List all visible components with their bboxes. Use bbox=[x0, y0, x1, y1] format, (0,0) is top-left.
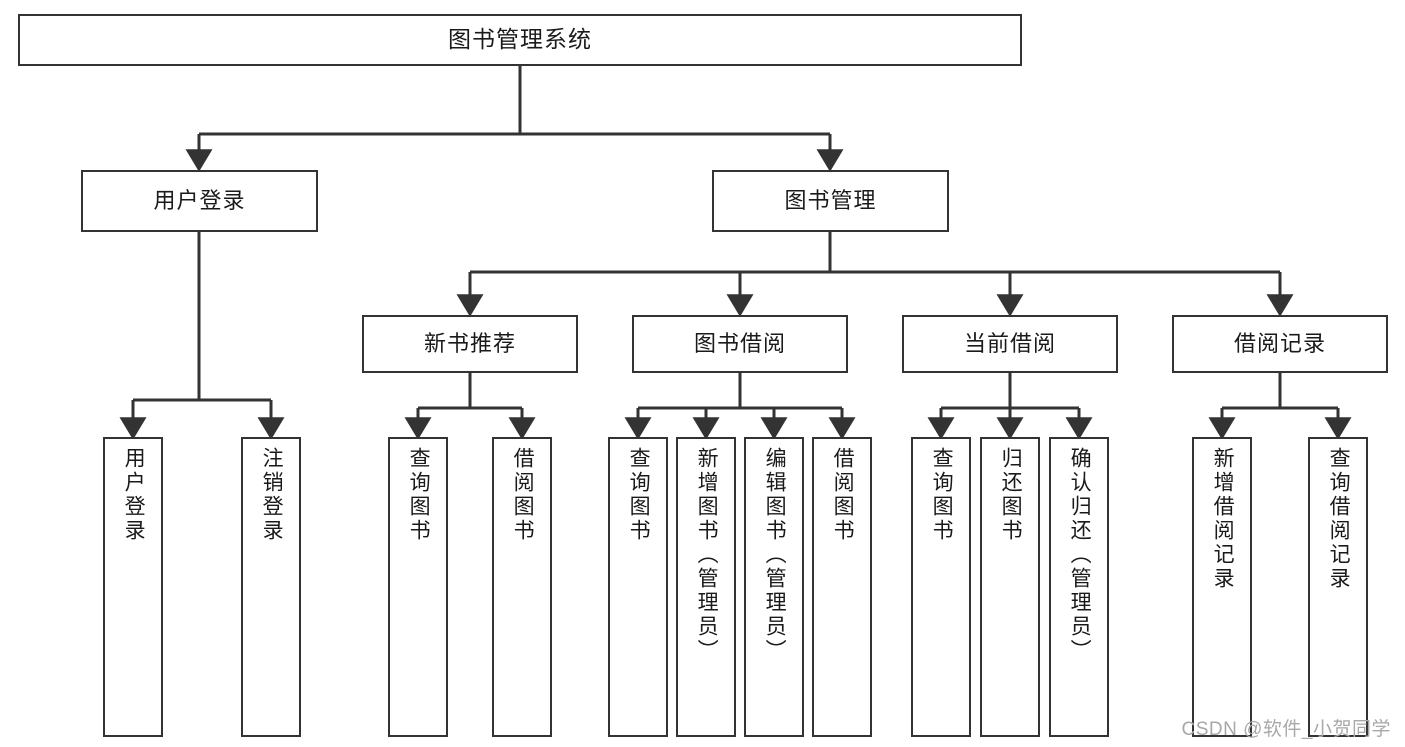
leaf-user-login[interactable]: 用户登录 bbox=[103, 437, 163, 737]
node-label: 用户登录 bbox=[122, 447, 146, 543]
node-label: 当前借阅 bbox=[963, 331, 1056, 357]
leaf-add-record[interactable]: 新增借阅记录 bbox=[1192, 437, 1252, 737]
leaf-borrow-book-2[interactable]: 借阅图书 bbox=[812, 437, 872, 737]
node-label: 注销登录 bbox=[260, 447, 284, 543]
leaf-confirm-return[interactable]: 确认归还（管理员） bbox=[1049, 437, 1109, 737]
leaf-edit-book[interactable]: 编辑图书（管理员） bbox=[744, 437, 804, 737]
node-book-borrow[interactable]: 图书借阅 bbox=[632, 315, 848, 373]
node-label: 查询图书 bbox=[627, 447, 651, 543]
node-label: 确认归还（管理员） bbox=[1068, 447, 1092, 663]
node-label: 新增借阅记录 bbox=[1211, 447, 1235, 591]
node-label: 归还图书 bbox=[999, 447, 1023, 543]
leaf-return-book[interactable]: 归还图书 bbox=[980, 437, 1040, 737]
leaf-add-book[interactable]: 新增图书（管理员） bbox=[676, 437, 736, 737]
node-borrow-record[interactable]: 借阅记录 bbox=[1172, 315, 1388, 373]
watermark-text: CSDN @软件_小贺同学 bbox=[1181, 719, 1391, 740]
leaf-query-record[interactable]: 查询借阅记录 bbox=[1308, 437, 1368, 737]
node-label: 图书管理系统 bbox=[448, 26, 592, 53]
node-label: 借阅记录 bbox=[1233, 331, 1326, 357]
node-label: 新书推荐 bbox=[423, 331, 516, 357]
node-label: 查询图书 bbox=[930, 447, 954, 543]
node-label: 借阅图书 bbox=[831, 447, 855, 543]
leaf-query-book-3[interactable]: 查询图书 bbox=[911, 437, 971, 737]
leaf-borrow-book-1[interactable]: 借阅图书 bbox=[492, 437, 552, 737]
node-book-manage[interactable]: 图书管理 bbox=[712, 170, 949, 232]
node-label: 编辑图书（管理员） bbox=[763, 447, 787, 663]
leaf-query-book-1[interactable]: 查询图书 bbox=[388, 437, 448, 737]
leaf-logout-login[interactable]: 注销登录 bbox=[241, 437, 301, 737]
node-label: 图书管理 bbox=[784, 188, 877, 214]
node-new-book-recommend[interactable]: 新书推荐 bbox=[362, 315, 578, 373]
node-label: 查询借阅记录 bbox=[1327, 447, 1351, 591]
node-label: 查询图书 bbox=[407, 447, 431, 543]
node-user-login[interactable]: 用户登录 bbox=[81, 170, 318, 232]
node-current-borrow[interactable]: 当前借阅 bbox=[902, 315, 1118, 373]
node-label: 用户登录 bbox=[153, 188, 246, 214]
node-root-book-management-system[interactable]: 图书管理系统 bbox=[18, 14, 1022, 66]
node-label: 新增图书（管理员） bbox=[695, 447, 719, 663]
node-label: 借阅图书 bbox=[511, 447, 535, 543]
leaf-query-book-2[interactable]: 查询图书 bbox=[608, 437, 668, 737]
node-label: 图书借阅 bbox=[693, 331, 786, 357]
